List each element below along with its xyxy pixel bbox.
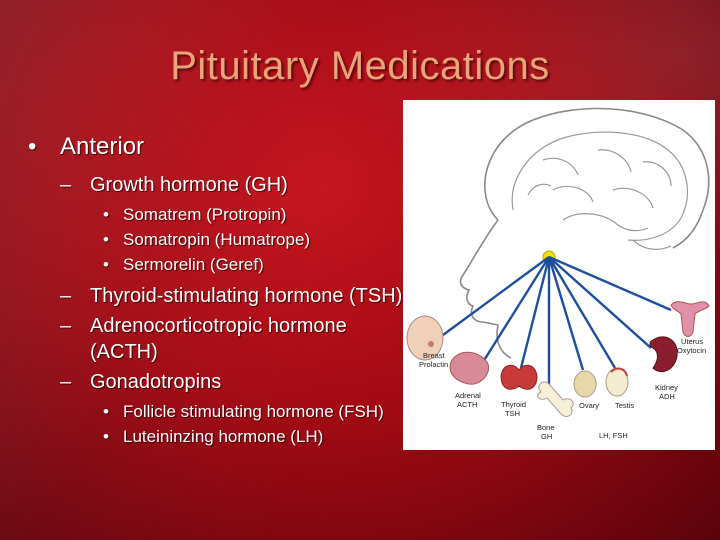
organ-testis-icon xyxy=(605,367,629,397)
bullet-gh-item-1: •Somatrem (Protropin) xyxy=(103,205,287,224)
bullet-gh-item-3: •Sermorelin (Geref) xyxy=(103,255,264,274)
arrow-adrenal xyxy=(481,256,551,363)
organ-thyroid-icon xyxy=(500,364,538,390)
label-bone: Bone xyxy=(537,423,555,432)
label-testis: Testis xyxy=(615,401,634,410)
organ-uterus-icon xyxy=(670,301,710,337)
organ-kidney-icon xyxy=(649,336,678,372)
label-acth: ACTH xyxy=(457,400,477,409)
bullet-acth: –Adrenocorticotropic hormone (ACTH) xyxy=(60,315,347,363)
arrow-breast xyxy=(442,256,550,336)
bullet-gonadotropins: –Gonadotropins xyxy=(60,371,222,393)
arrow-kidney xyxy=(548,256,652,349)
label-prolactin: Prolactin xyxy=(419,360,448,369)
label-ovary: Ovary xyxy=(579,401,599,410)
brain-folds xyxy=(511,131,689,250)
arrow-uterus xyxy=(548,255,672,312)
label-tsh: TSH xyxy=(505,409,520,418)
bullet-list: •Anterior –Growth hormone (GH) •Somatrem… xyxy=(28,132,408,455)
arrow-thyroid xyxy=(519,256,551,369)
pituitary-diagram: Breast Prolactin Adrenal ACTH Thyroid TS… xyxy=(403,100,715,450)
label-adrenal: Adrenal xyxy=(455,391,481,400)
head-outline xyxy=(459,107,710,359)
bullet-gh: –Growth hormone (GH) xyxy=(60,174,288,196)
organ-breast-icon xyxy=(406,315,444,361)
label-uterus: Uterus xyxy=(681,337,703,346)
label-thyroid: Thyroid xyxy=(501,400,526,409)
bullet-gh-item-2: •Somatropin (Humatrope) xyxy=(103,230,311,249)
label-kidney: Kidney xyxy=(655,383,678,392)
label-oxytocin: Oxytocin xyxy=(677,346,706,355)
organ-ovary-icon xyxy=(573,370,597,398)
organ-adrenal-icon xyxy=(449,351,489,385)
bullet-lh: •Luteininzing hormone (LH) xyxy=(103,427,324,446)
label-lh-fsh: LH, FSH xyxy=(599,431,628,440)
label-breast: Breast xyxy=(423,351,446,360)
arrow-testis xyxy=(547,256,617,369)
pituitary-diagram-svg: Breast Prolactin Adrenal ACTH Thyroid TS… xyxy=(406,107,710,441)
slide-title: Pituitary Medications xyxy=(170,44,550,88)
bullet-tsh: –Thyroid-stimulating hormone (TSH) xyxy=(60,285,403,307)
hormone-arrows xyxy=(442,255,672,385)
label-adh: ADH xyxy=(659,392,675,401)
bullet-anterior: •Anterior xyxy=(28,133,145,160)
arrow-ovary xyxy=(547,256,585,371)
bullet-fsh: •Follicle stimulating hormone (FSH) xyxy=(103,402,384,421)
organ-bone-icon xyxy=(537,381,574,417)
label-gh: GH xyxy=(541,432,552,441)
